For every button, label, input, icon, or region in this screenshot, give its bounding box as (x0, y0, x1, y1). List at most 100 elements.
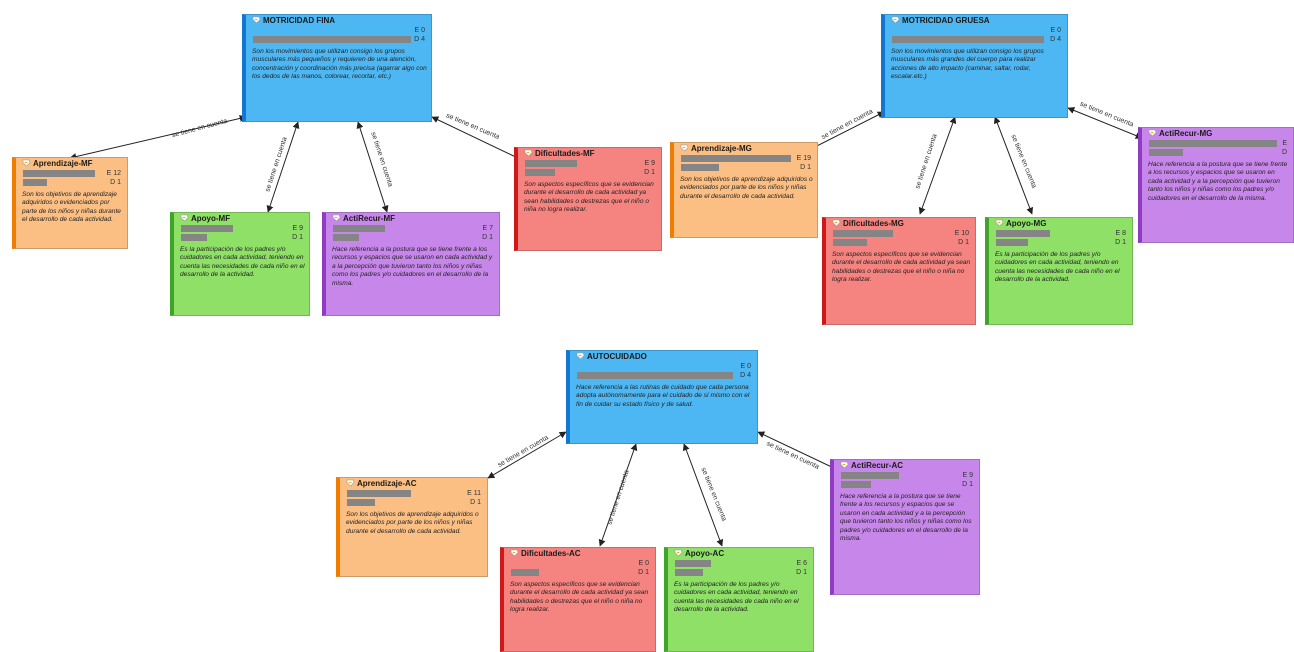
code-icon (576, 352, 585, 360)
node-motricidad-gruesa[interactable]: MOTRICIDAD GRUESA E 0 D 4 Son los movimi… (881, 14, 1068, 118)
code-icon (510, 549, 519, 557)
node-title: Apoyo-MF (191, 214, 231, 223)
node-bar (675, 569, 703, 576)
node-bar (841, 472, 899, 479)
link-ac-aprendizaje (487, 431, 567, 479)
node-description: Son los objetivos de aprendizaje adquiri… (346, 511, 479, 535)
node-e-count: E 19 (796, 155, 811, 162)
link-mf-apoyo (266, 121, 300, 213)
node-bar (996, 230, 1050, 237)
node-bar (681, 155, 791, 162)
node-apoyo-mg[interactable]: Apoyo-MG E 8 D 1 Es la participación de … (985, 217, 1133, 325)
edge-label: se tiene en cuenta (914, 133, 938, 190)
node-title: Dificultades-MF (535, 149, 595, 158)
node-apoyo-mf[interactable]: Apoyo-MF E 9 D 1 Es la participación de … (170, 212, 310, 316)
node-e-count: E 6 (796, 560, 807, 567)
node-dificultades-ac[interactable]: Dificultades-AC E 0 D 1 Son aspectos esp… (500, 547, 656, 652)
node-bar (333, 234, 359, 241)
link-ac-apoyo (682, 443, 724, 547)
node-d-count: D 1 (962, 481, 973, 488)
node-dificultades-mf[interactable]: Dificultades-MF E 9 D 1 Son aspectos esp… (514, 147, 662, 251)
node-description: Hace referencia a las rutinas de cuidado… (576, 384, 750, 408)
node-bar (675, 560, 711, 567)
node-bar (23, 179, 47, 186)
node-bar (525, 169, 555, 176)
code-icon (346, 479, 355, 487)
code-icon (995, 219, 1004, 227)
code-icon (674, 549, 683, 557)
code-icon (832, 219, 841, 227)
edge-label: se tiene en cuenta (171, 118, 228, 140)
node-e-count: E 10 (954, 230, 969, 237)
node-aprendizaje-mg[interactable]: Aprendizaje-MG E 19 D 1 Son los objetivo… (670, 142, 818, 238)
node-bar (577, 372, 733, 379)
node-title: Aprendizaje-MG (691, 144, 752, 153)
node-aprendizaje-ac[interactable]: Aprendizaje-AC E 11 D 1 Son los objetivo… (336, 477, 488, 577)
node-bar (1149, 140, 1277, 147)
node-e-count: E 0 (740, 363, 751, 370)
edge-label: se tiene en cuenta (699, 467, 727, 523)
node-d-count: D (1281, 149, 1287, 156)
node-e-count: E 12 (106, 170, 121, 177)
edge-label: se tiene en cuenta (606, 469, 630, 526)
link-ac-dificultades (598, 443, 638, 547)
node-actirecur-mf[interactable]: ActiRecur-MF E 7 D 1 Hace referencia a l… (322, 212, 500, 316)
node-bar (525, 160, 577, 167)
node-autocuidado[interactable]: AUTOCUIDADO E 0 D 4 Hace referencia a la… (566, 350, 758, 444)
link-ac-actirecur (757, 431, 839, 471)
code-icon (332, 214, 341, 222)
node-bar (347, 490, 411, 497)
node-d-count: D 1 (638, 569, 649, 576)
node-bar (1149, 149, 1183, 156)
node-description: Es la participación de los padres y/o cu… (995, 251, 1120, 284)
node-d-count: D 1 (1115, 239, 1126, 246)
node-description: Es la participación de los padres y/o cu… (674, 581, 799, 614)
node-description: Son los objetivos de aprendizaje adquiri… (22, 191, 121, 224)
node-e-count: E 0 (1050, 27, 1061, 34)
node-title: Apoyo-MG (1006, 219, 1047, 228)
node-apoyo-ac[interactable]: Apoyo-AC E 6 D 1 Es la participación de … (664, 547, 814, 652)
node-description: Son los objetivos de aprendizaje adquiri… (680, 176, 813, 200)
edge-label: se tiene en cuenta (264, 136, 288, 193)
node-description: Hace referencia a la postura que se tien… (840, 493, 972, 543)
node-aprendizaje-mf[interactable]: Aprendizaje-MF E 12 D 1 Son los objetivo… (12, 157, 128, 249)
edge-label: se tiene en cuenta (765, 440, 820, 471)
node-description: Son aspectos específicos que se evidenci… (832, 251, 971, 284)
node-d-count: D 4 (414, 36, 425, 43)
node-description: Son los movimientos que utilizan consigo… (891, 48, 1044, 81)
node-d-count: D 1 (796, 569, 807, 576)
node-title: Aprendizaje-MF (33, 159, 93, 168)
node-d-count: D 4 (740, 372, 751, 379)
node-actirecur-mg[interactable]: ActiRecur-MG E D Hace referencia a la po… (1138, 127, 1294, 243)
edge-label: se tiene en cuenta (369, 131, 393, 188)
link-mg-apoyo (993, 116, 1034, 215)
node-d-count: D 1 (470, 499, 481, 506)
edge-label: se tiene en cuenta (497, 434, 550, 469)
node-bar (892, 36, 1044, 43)
link-mf-dificultades (431, 116, 523, 161)
node-bar (681, 164, 719, 171)
node-bar (333, 225, 385, 232)
link-mg-actirecur (1067, 107, 1143, 139)
node-title: Dificultades-MG (843, 219, 904, 228)
node-title: Apoyo-AC (685, 549, 725, 558)
code-icon (891, 16, 900, 24)
node-d-count: D 1 (110, 179, 121, 186)
node-bar (347, 499, 375, 506)
node-bar (996, 239, 1028, 246)
node-dificultades-mg[interactable]: Dificultades-MG E 10 D 1 Son aspectos es… (822, 217, 976, 325)
node-motricidad-fina[interactable]: MOTRICIDAD FINA E 0 D 4 Son los movimien… (242, 14, 432, 122)
node-bar (181, 225, 233, 232)
node-actirecur-ac[interactable]: ActiRecur-AC E 9 D 1 Hace referencia a l… (830, 459, 980, 595)
node-e-count: E 9 (644, 160, 655, 167)
node-title: MOTRICIDAD FINA (263, 16, 335, 25)
node-e-count: E 0 (414, 27, 425, 34)
node-e-count: E 11 (467, 490, 481, 497)
node-title: AUTOCUIDADO (587, 352, 647, 361)
node-title: ActiRecur-MG (1159, 129, 1213, 138)
code-icon (524, 149, 533, 157)
node-description: Son aspectos específicos que se evidenci… (524, 181, 654, 214)
node-e-count: E 7 (482, 225, 493, 232)
